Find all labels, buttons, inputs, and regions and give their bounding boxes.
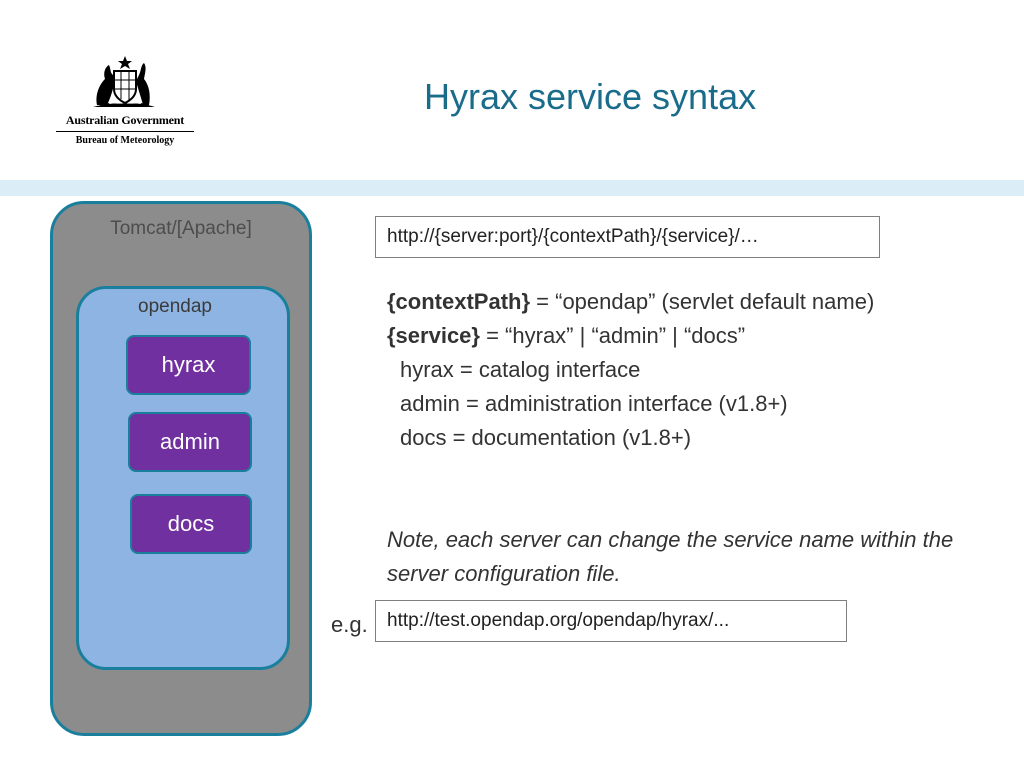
logo-divider [56,131,194,132]
context-path-value: = “opendap” (servlet default name) [530,289,875,314]
logo-government-text: Australian Government [65,113,185,127]
sub-def-admin: admin = administration interface (v1.8+) [400,391,788,416]
context-path-key: {contextPath} [387,289,531,314]
service-docs: docs [130,494,252,554]
opendap-label: opendap [138,296,212,317]
example-url-text: http://test.opendap.org/opendap/hyrax/..… [387,610,730,631]
logo-bureau-text: Bureau of Meteorology [75,135,175,146]
service-admin: admin [128,412,252,472]
bureau-logo: Australian Government Bureau of Meteorol… [52,55,198,155]
definitions-block: {contextPath} = “opendap” (servlet defau… [387,285,947,455]
service-value: = “hyrax” | “admin” | “docs” [479,323,746,348]
header-band [0,180,1024,196]
url-template-text: http://{server:port}/{contextPath}/{serv… [387,226,759,247]
url-template-box: http://{server:port}/{contextPath}/{serv… [375,216,880,258]
example-url-box: http://test.opendap.org/opendap/hyrax/..… [375,600,847,642]
service-definition: {service} = “hyrax” | “admin” | “docs” [387,319,947,353]
example-label: e.g. [331,612,368,637]
tomcat-label: Tomcat/[Apache] [110,218,252,239]
page-title: Hyrax service syntax [424,76,757,117]
service-hyrax: hyrax [126,335,251,395]
service-key: {service} [387,323,480,348]
context-path-definition: {contextPath} = “opendap” (servlet defau… [387,285,947,319]
sub-def-docs: docs = documentation (v1.8+) [400,425,692,450]
sub-def-hyrax: hyrax = catalog interface [400,357,641,382]
configuration-note: Note, each server can change the service… [387,527,954,586]
coat-of-arms-icon [93,56,155,107]
